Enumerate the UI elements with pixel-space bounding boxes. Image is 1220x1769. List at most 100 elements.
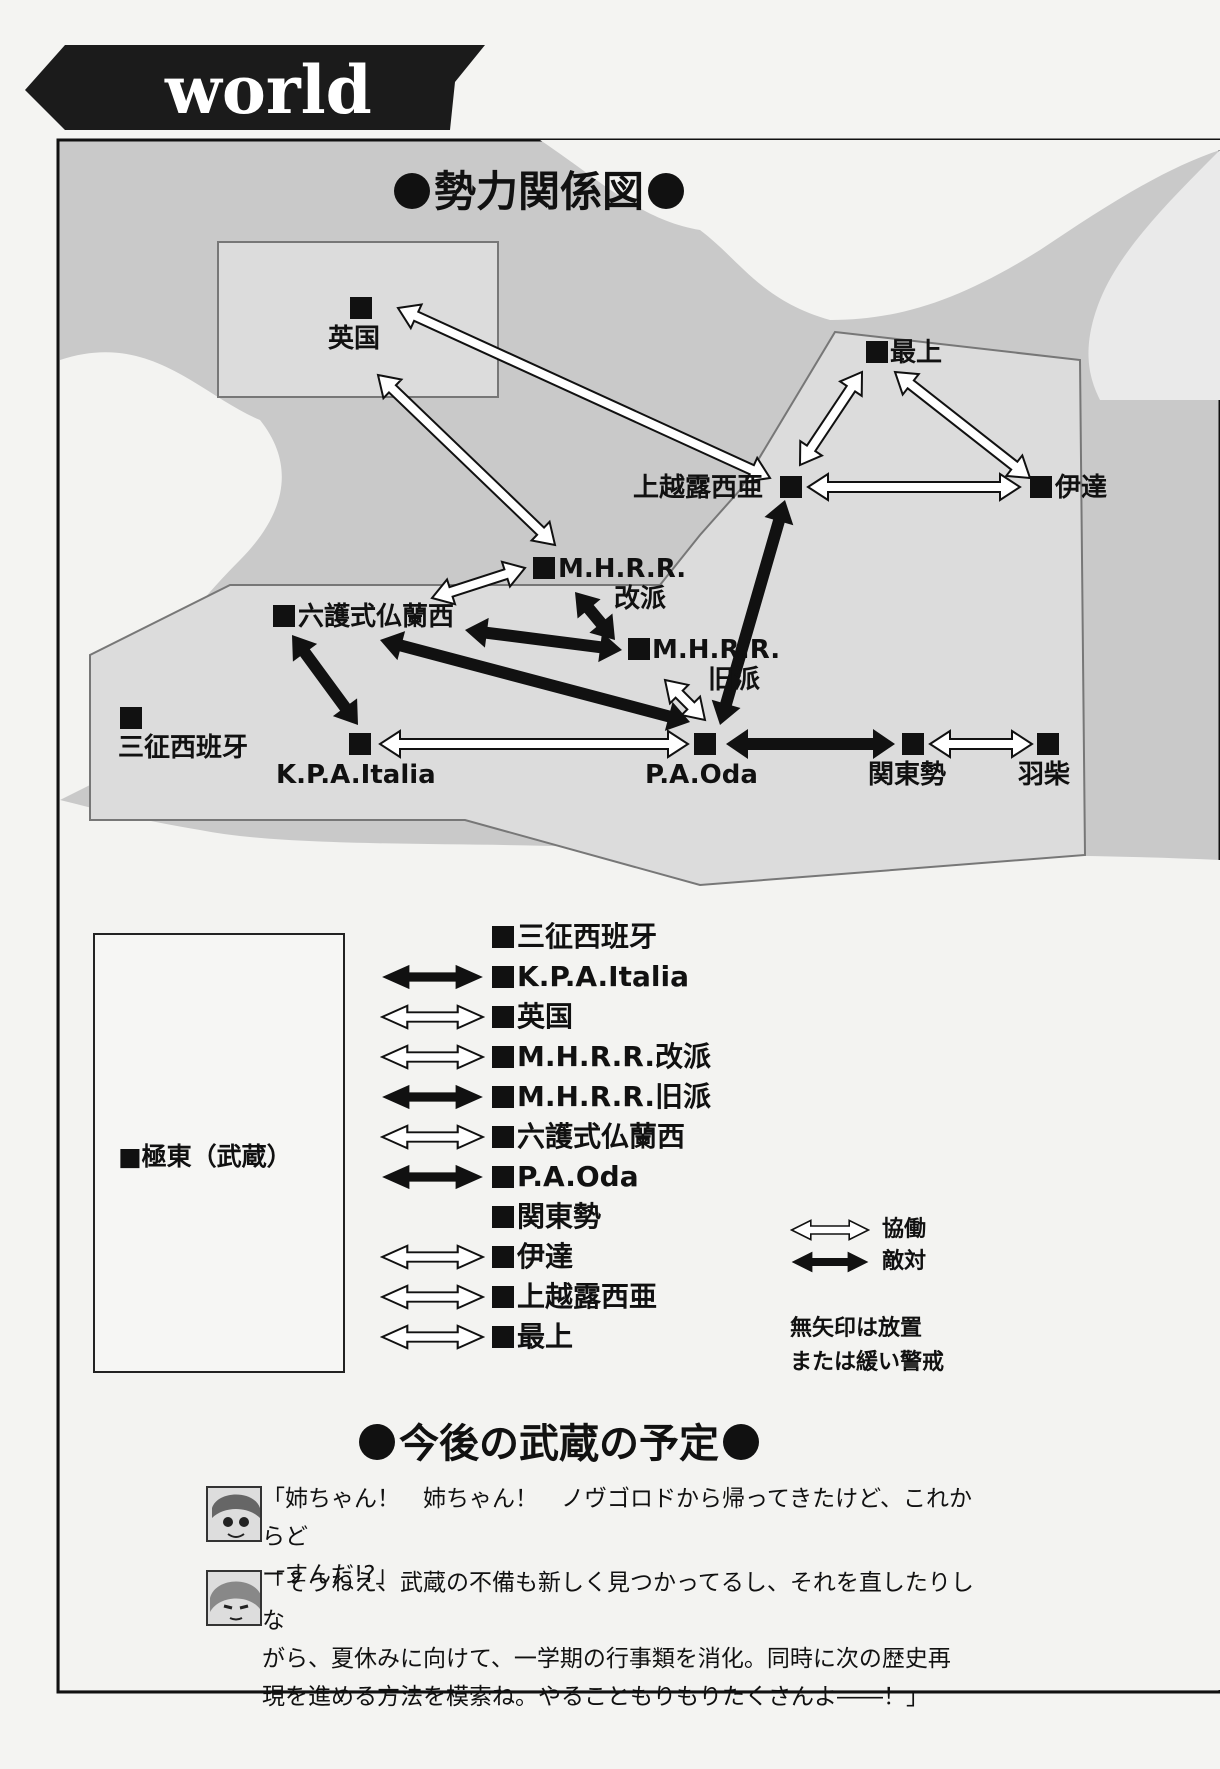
- node-kantou-marker: [902, 733, 924, 755]
- arrow-mogami-uesu-cooperation: [798, 370, 864, 467]
- cooperation-arrow-icon: [380, 1323, 485, 1351]
- relation-row: M.H.R.R.改派: [380, 1038, 720, 1076]
- avatar-speaker-1: [206, 1486, 262, 1542]
- cooperation-arrow-icon: [380, 1123, 485, 1151]
- arrow-rokugo-kpa-hostile: [292, 635, 358, 725]
- node-date-marker: [1030, 476, 1052, 498]
- relation-faction-name: 関東勢: [517, 1200, 602, 1233]
- bullet-icon: [394, 172, 430, 209]
- dialogue-2-line2: がら、夏休みに向けて、一学期の行事類を消化。同時に次の歴史再: [262, 1646, 951, 1672]
- character-face-icon: [212, 1494, 260, 1538]
- relation-faction-name: 六護式仏蘭西: [517, 1120, 686, 1153]
- cooperation-arrow-icon: [380, 1043, 485, 1071]
- legend-hostile-label: 敵対: [882, 1249, 927, 1274]
- node-eikoku: 英国: [328, 324, 381, 354]
- legend-cooperation-label: 協働: [882, 1217, 927, 1242]
- arrow-kpa-pao-cooperation: [378, 729, 690, 759]
- legend-note-line2: または緩い警戒: [790, 1350, 945, 1375]
- relation-row: 上越露西亜: [380, 1278, 720, 1316]
- relation-faction-name: M.H.R.R.旧派: [517, 1080, 712, 1113]
- banner-title: world: [165, 51, 372, 129]
- land-north-east: [540, 140, 1220, 320]
- relation-row: 最上: [380, 1318, 720, 1356]
- relation-faction-name: 三征西班牙: [517, 920, 658, 953]
- node-pao-marker: [694, 733, 716, 755]
- node-mhrr-kaiha-line1: M.H.R.R.: [558, 554, 687, 584]
- musashi-label: ■極東（武蔵）: [118, 1142, 292, 1171]
- node-mhrr-kaiha-line2: 改派: [614, 584, 667, 614]
- hostile-arrow-icon: [790, 1250, 870, 1274]
- dialogue-2-line3: 現を進める方法を模索ね。やることもりもりたくさんよ――！」: [262, 1684, 929, 1710]
- relation-row: P.A.Oda: [380, 1158, 720, 1196]
- arrow-rokugo-pao-hostile: [380, 631, 691, 731]
- faction-marker-icon: [492, 1046, 514, 1068]
- dialogue-2: 「そうねえ、武蔵の不備も新しく見つかってるし、それを直したりしな がら、夏休みに…: [262, 1564, 982, 1716]
- node-mhrr-kaiha-marker: [533, 557, 555, 579]
- diagram-title-text: 勢力関係図: [434, 167, 645, 216]
- node-mogami: 最上: [890, 338, 943, 368]
- relation-row: 英国: [380, 998, 720, 1036]
- arrow-mhrr-kaiha-kyuha-hostile: [575, 592, 616, 641]
- diagram-title: 勢力関係図: [390, 162, 790, 222]
- node-uesu-marker: [780, 476, 802, 498]
- relation-faction-name: K.P.A.Italia: [517, 960, 689, 993]
- character-face-icon: [210, 1581, 260, 1621]
- relation-row: K.P.A.Italia: [380, 958, 720, 996]
- relation-faction-name: P.A.Oda: [517, 1160, 639, 1193]
- schedule-title: 今後の武蔵の予定: [355, 1414, 835, 1474]
- node-mogami-marker: [866, 341, 888, 363]
- node-kpa: K.P.A.Italia: [276, 760, 436, 790]
- node-mhrr-kyuha-line1: M.H.R.R.: [652, 635, 781, 665]
- avatar-speaker-2: [206, 1570, 262, 1626]
- bullet-icon: [359, 1424, 395, 1460]
- cooperation-arrow-icon: [380, 1283, 485, 1311]
- hostile-arrow-icon: [380, 963, 485, 991]
- relation-faction-name: 最上: [517, 1320, 574, 1353]
- relation-faction-name: 伊達: [517, 1240, 574, 1273]
- cooperation-arrow-icon: [380, 1003, 485, 1031]
- node-rokugo: 六護式仏蘭西: [298, 602, 455, 632]
- dialogue-1-line1: 「姉ちゃん！ 姉ちゃん！ ノヴゴロドから帰ってきたけど、これからど: [262, 1486, 973, 1550]
- hostile-arrow-icon: [380, 1163, 485, 1191]
- node-rokugo-marker: [273, 605, 295, 627]
- relation-faction-name: 英国: [517, 1000, 574, 1033]
- faction-marker-icon: [492, 1126, 514, 1148]
- land-east-coast: [1088, 150, 1220, 400]
- faction-marker-icon: [492, 1326, 514, 1348]
- arrow-uesu-date-cooperation: [806, 472, 1022, 502]
- node-hashiba-marker: [1037, 733, 1059, 755]
- faction-marker-icon: [492, 1206, 514, 1228]
- relation-row: 伊達: [380, 1238, 720, 1276]
- faction-marker-icon: [492, 966, 514, 988]
- legend-note: 無矢印は放置 または緩い警戒: [790, 1312, 990, 1380]
- hostile-arrow-icon: [380, 1083, 485, 1111]
- node-mhrr-kyuha-line2: 旧派: [708, 665, 761, 695]
- cooperation-arrow-icon: [790, 1218, 870, 1242]
- arrow-uesu-pao-hostile: [711, 500, 794, 726]
- node-uesu: 上越露西亜: [633, 473, 764, 503]
- faction-marker-icon: [492, 1286, 514, 1308]
- arrow-mogami-date-cooperation: [893, 370, 1032, 480]
- node-date: 伊達: [1055, 473, 1108, 503]
- node-sansei-marker: [120, 707, 142, 729]
- relation-row: M.H.R.R.旧派: [380, 1078, 720, 1116]
- arrow-rokugo-mhrr-kaiha-cooperation: [430, 560, 527, 606]
- faction-marker-icon: [492, 1166, 514, 1188]
- arrow-eikoku-mhrr-kaiha-cooperation: [376, 373, 557, 547]
- musashi-box: [93, 933, 345, 1373]
- arrow-rokugo-mhrr-kyuha-hostile: [465, 617, 623, 663]
- relation-faction-name: M.H.R.R.改派: [517, 1040, 712, 1073]
- arrow-kantou-hashiba-cooperation: [928, 729, 1034, 759]
- banner: [25, 45, 485, 130]
- node-kantou: 関東勢: [868, 760, 947, 790]
- relation-row: 六護式仏蘭西: [380, 1118, 720, 1156]
- node-sansei: 三征西班牙: [118, 733, 249, 763]
- faction-marker-icon: [492, 1006, 514, 1028]
- faction-marker-icon: [492, 926, 514, 948]
- bullet-icon: [648, 172, 685, 209]
- relation-row: 関東勢: [380, 1198, 720, 1236]
- node-eikoku-marker: [350, 297, 372, 319]
- cooperation-arrow-icon: [380, 1243, 485, 1271]
- dialogue-1-line2: ーすんだ!?」: [262, 1562, 399, 1588]
